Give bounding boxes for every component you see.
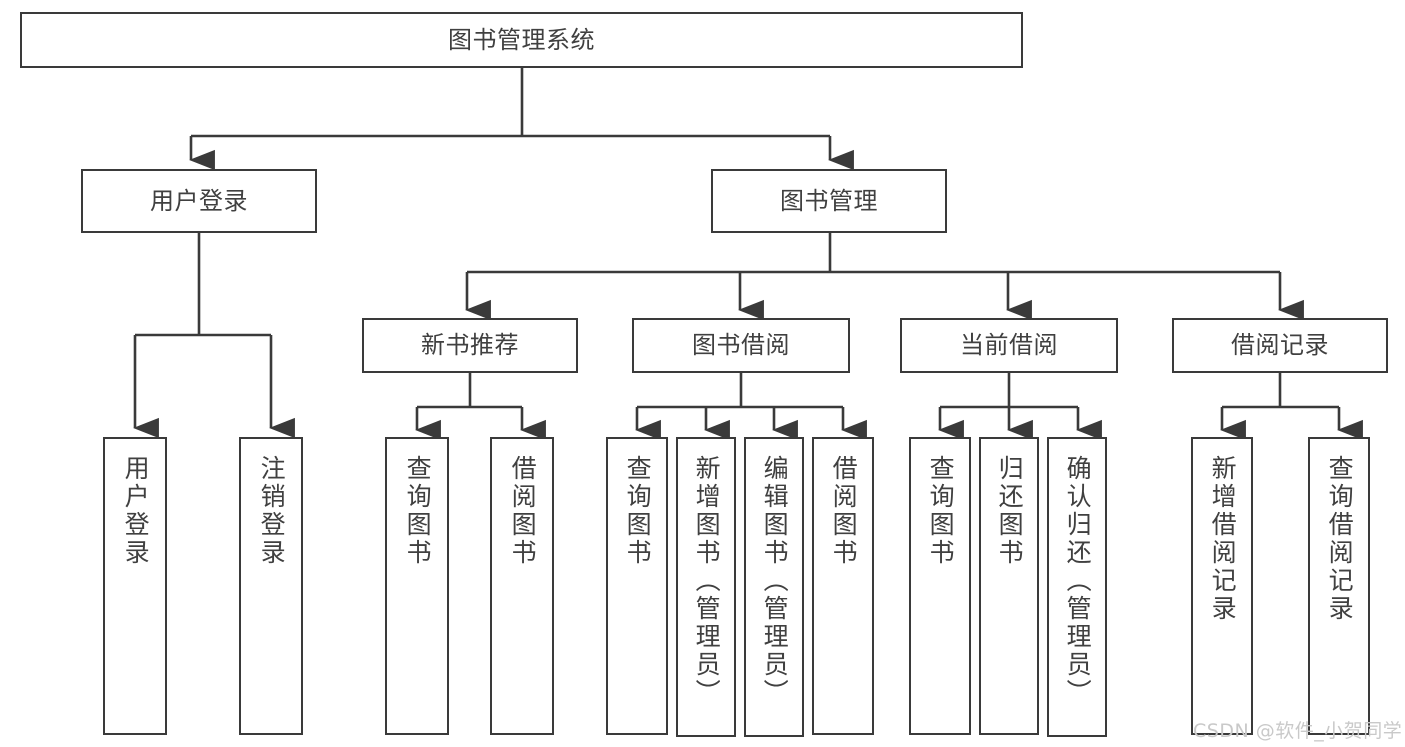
node-leaf-borrow-query-book-label: 查询图书 (623, 455, 653, 567)
node-leaf-add-borrow-record-label: 新增借阅记录 (1208, 455, 1238, 623)
node-leaf-borrow-book-label: 借阅图书 (829, 455, 859, 567)
node-leaf-user-login-label: 用户登录 (121, 455, 151, 567)
node-leaf-return-book-label: 归还图书 (995, 455, 1025, 567)
node-leaf-user-login[interactable]: 用户登录 (103, 437, 167, 735)
node-current-borrow[interactable]: 当前借阅 (900, 318, 1118, 373)
node-user-login[interactable]: 用户登录 (81, 169, 317, 233)
node-leaf-confirm-return-admin[interactable]: 确认归还（管理员） (1047, 437, 1107, 737)
node-leaf-query-borrow-record-label: 查询借阅记录 (1325, 455, 1355, 623)
node-leaf-add-borrow-record[interactable]: 新增借阅记录 (1191, 437, 1253, 735)
node-leaf-borrow-query-book[interactable]: 查询图书 (606, 437, 668, 735)
node-book-management-label: 图书管理 (780, 186, 878, 215)
node-book-borrow[interactable]: 图书借阅 (632, 318, 850, 373)
node-root-label: 图书管理系统 (448, 25, 595, 54)
node-leaf-current-query-book[interactable]: 查询图书 (909, 437, 971, 735)
node-root-book-management-system[interactable]: 图书管理系统 (20, 12, 1023, 68)
node-leaf-logout-label: 注销登录 (257, 455, 287, 567)
node-leaf-logout[interactable]: 注销登录 (239, 437, 303, 735)
node-user-login-label: 用户登录 (150, 186, 248, 215)
node-book-borrow-label: 图书借阅 (692, 331, 790, 360)
node-leaf-newbook-borrow-book-label: 借阅图书 (508, 455, 538, 567)
node-leaf-newbook-borrow-book[interactable]: 借阅图书 (490, 437, 554, 735)
node-new-book-recommend[interactable]: 新书推荐 (362, 318, 578, 373)
node-leaf-borrow-book[interactable]: 借阅图书 (812, 437, 874, 735)
node-leaf-current-query-book-label: 查询图书 (926, 455, 956, 567)
node-leaf-newbook-query-book[interactable]: 查询图书 (385, 437, 449, 735)
node-leaf-add-book-admin[interactable]: 新增图书（管理员） (676, 437, 736, 737)
node-leaf-edit-book-admin-label: 编辑图书（管理员） (760, 455, 790, 707)
node-leaf-confirm-return-admin-label: 确认归还（管理员） (1063, 455, 1093, 707)
node-new-book-recommend-label: 新书推荐 (421, 331, 519, 360)
node-borrow-record-label: 借阅记录 (1231, 331, 1329, 360)
node-borrow-record[interactable]: 借阅记录 (1172, 318, 1388, 373)
node-current-borrow-label: 当前借阅 (960, 331, 1058, 360)
csdn-watermark: CSDN @软件_小贺同学 (1193, 720, 1403, 742)
node-leaf-add-book-admin-label: 新增图书（管理员） (692, 455, 722, 707)
node-leaf-return-book[interactable]: 归还图书 (979, 437, 1039, 735)
node-leaf-newbook-query-book-label: 查询图书 (403, 455, 433, 567)
node-leaf-query-borrow-record[interactable]: 查询借阅记录 (1308, 437, 1370, 735)
node-book-management[interactable]: 图书管理 (711, 169, 947, 233)
node-leaf-edit-book-admin[interactable]: 编辑图书（管理员） (744, 437, 804, 737)
